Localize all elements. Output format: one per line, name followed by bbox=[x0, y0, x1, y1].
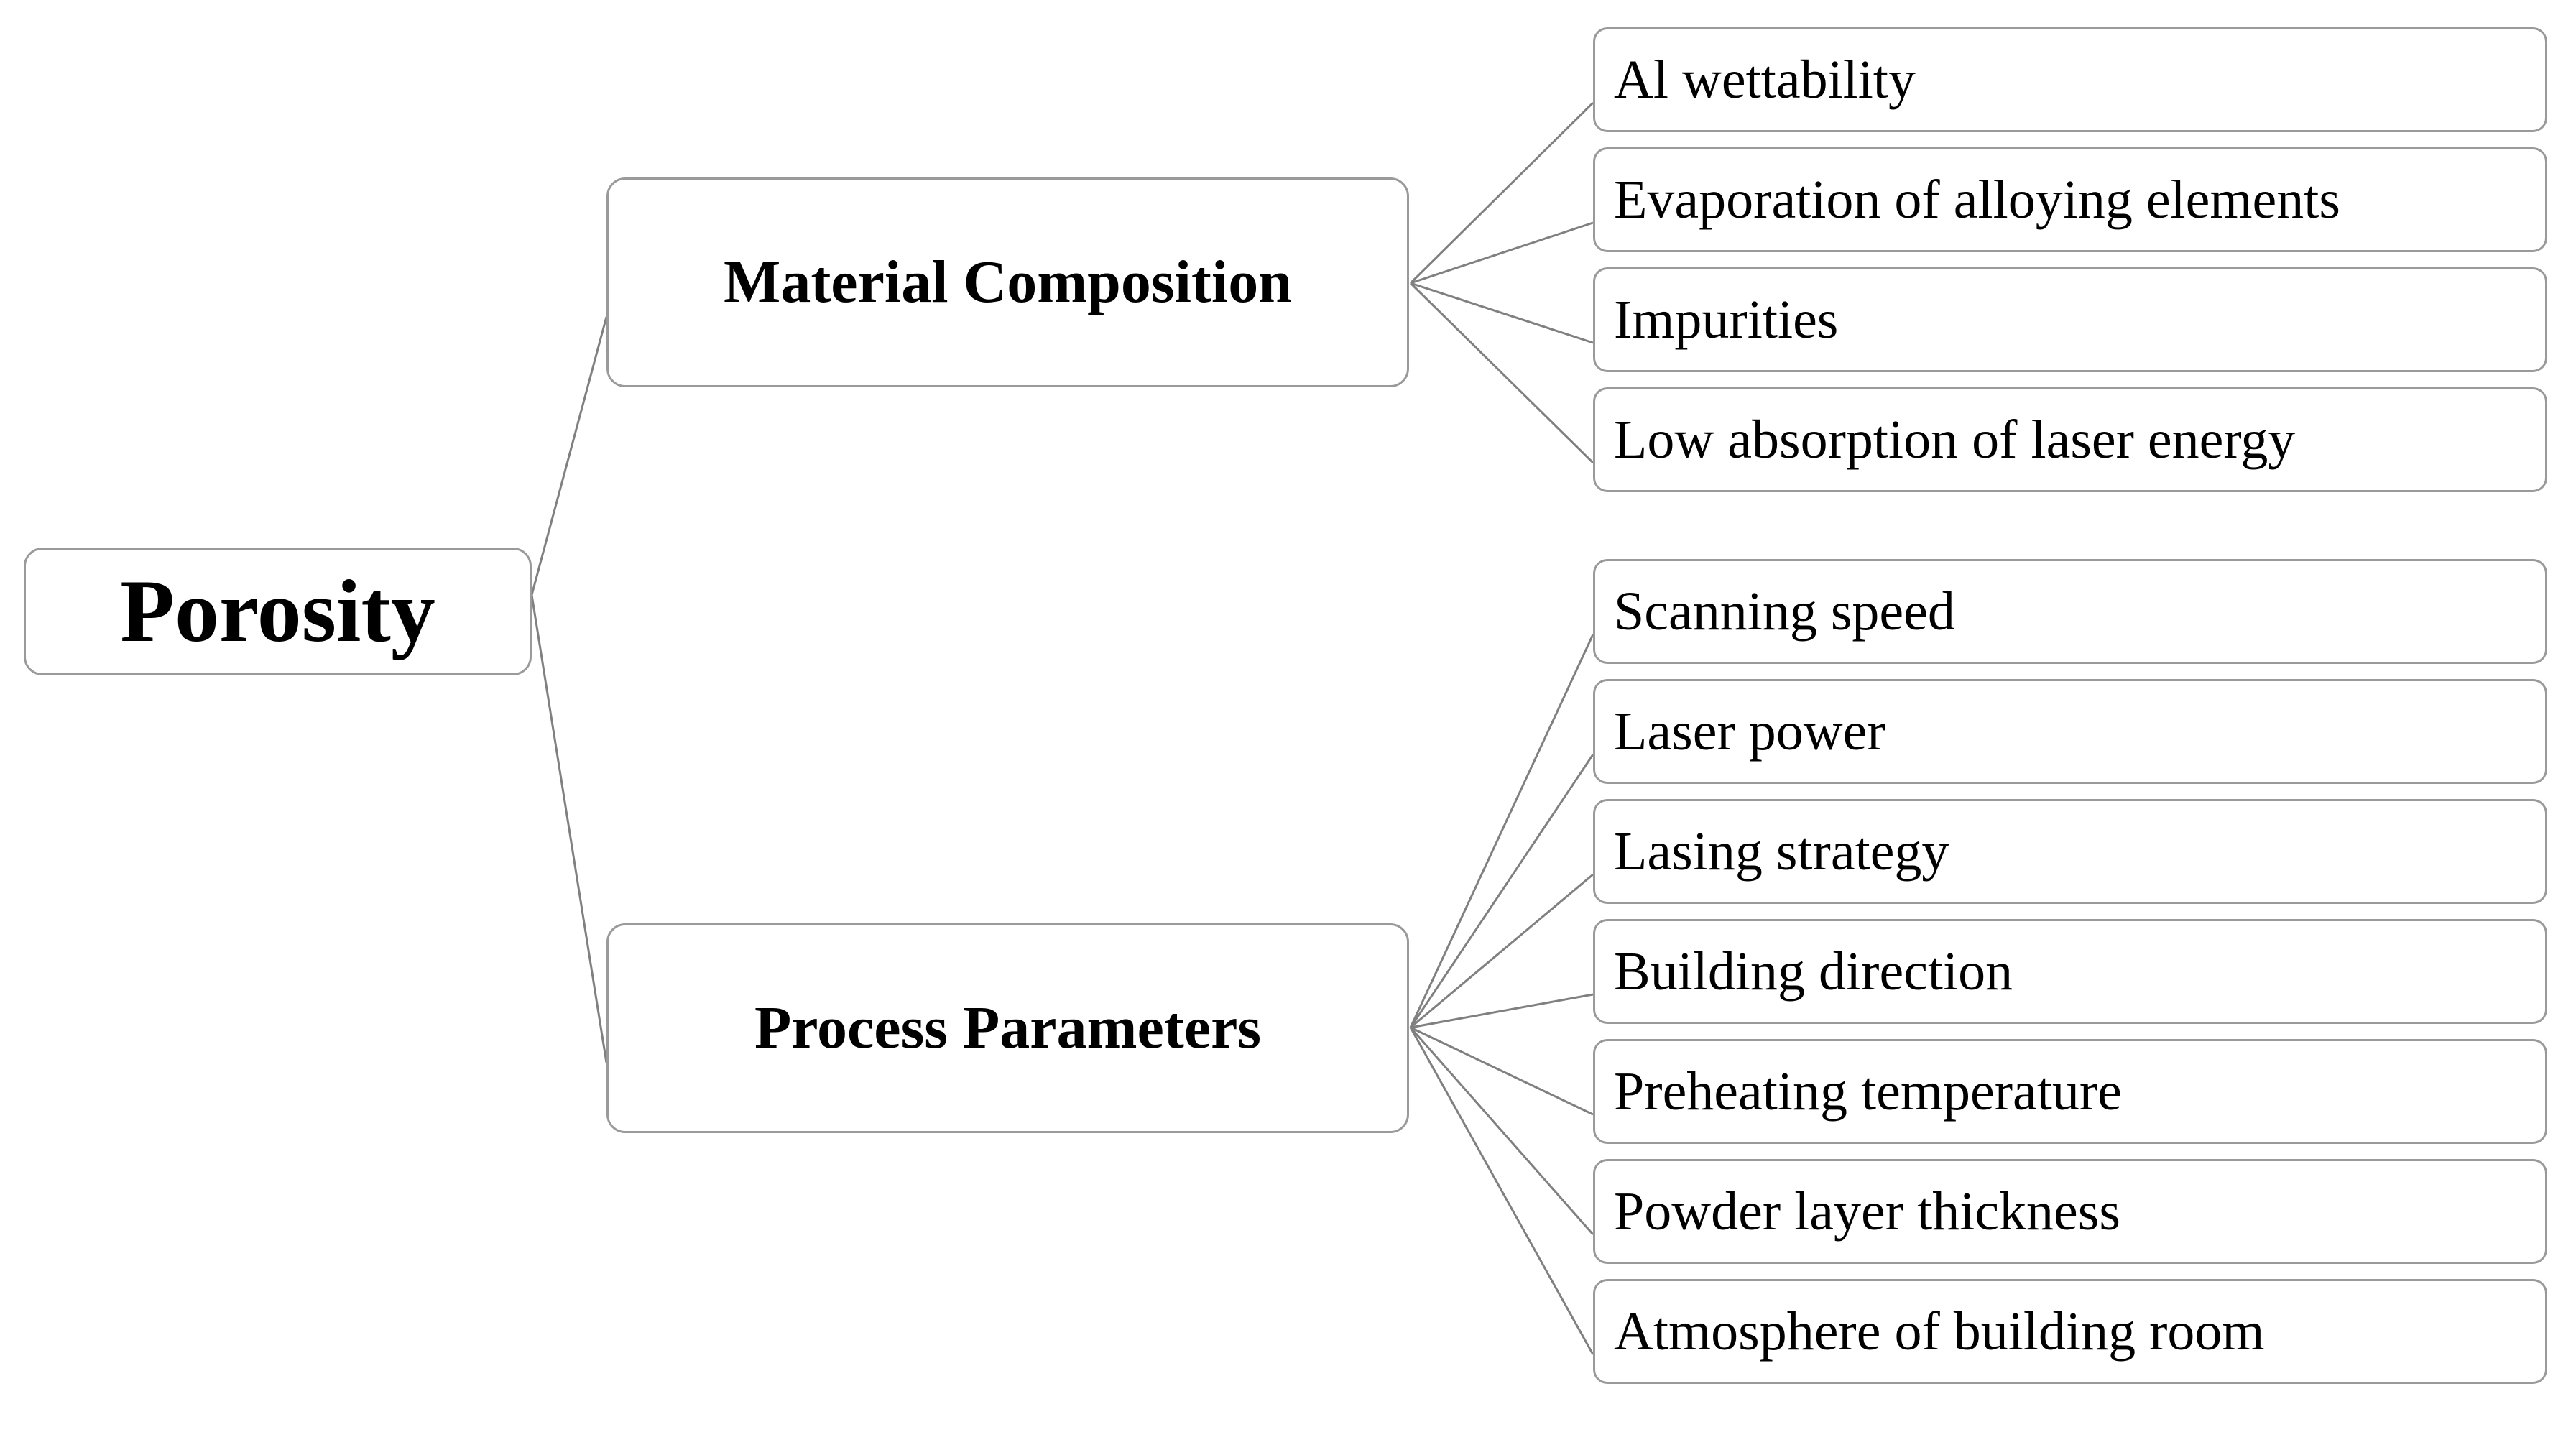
leaf-node-2-1[interactable]: Scanning speed bbox=[1593, 559, 2547, 664]
leaf-node-2-7[interactable]: Atmosphere of building room bbox=[1593, 1279, 2547, 1384]
edge-root-to-branch-1 bbox=[530, 316, 608, 596]
leaf-node-2-6[interactable]: Powder layer thickness bbox=[1593, 1159, 2547, 1264]
leaf-node-2-4[interactable]: Building direction bbox=[1593, 919, 2547, 1024]
branch-node-label: Material Composition bbox=[724, 249, 1292, 315]
branch-node-1[interactable]: Material Composition bbox=[606, 177, 1409, 387]
leaf-node-label: Scanning speed bbox=[1614, 581, 1955, 642]
edge-branch-2-to-leaf-6 bbox=[1409, 1027, 1594, 1235]
root-node-porosity[interactable]: Porosity bbox=[24, 548, 532, 675]
edge-branch-2-to-leaf-5 bbox=[1410, 1026, 1594, 1116]
leaf-node-2-5[interactable]: Preheating temperature bbox=[1593, 1039, 2547, 1144]
root-node-label: Porosity bbox=[120, 562, 435, 660]
leaf-node-label: Evaporation of alloying elements bbox=[1614, 170, 2340, 230]
leaf-node-2-2[interactable]: Laser power bbox=[1593, 679, 2547, 784]
leaf-node-2-3[interactable]: Lasing strategy bbox=[1593, 799, 2547, 904]
leaf-node-label: Impurities bbox=[1614, 290, 1839, 350]
leaf-node-1-4[interactable]: Low absorption of laser energy bbox=[1593, 387, 2547, 492]
edge-branch-1-to-leaf-1 bbox=[1409, 101, 1594, 285]
leaf-node-1-1[interactable]: Al wettability bbox=[1593, 27, 2547, 132]
leaf-node-1-2[interactable]: Evaporation of alloying elements bbox=[1593, 147, 2547, 252]
edge-branch-2-to-leaf-7 bbox=[1409, 1027, 1594, 1355]
edge-branch-1-to-leaf-3 bbox=[1410, 282, 1594, 344]
leaf-node-1-3[interactable]: Impurities bbox=[1593, 267, 2547, 372]
leaf-node-label: Atmosphere of building room bbox=[1614, 1301, 2265, 1362]
edge-branch-2-to-leaf-1 bbox=[1409, 634, 1594, 1028]
leaf-node-label: Preheating temperature bbox=[1614, 1061, 2122, 1122]
edge-branch-2-to-leaf-3 bbox=[1410, 873, 1594, 1029]
leaf-node-label: Lasing strategy bbox=[1614, 821, 1949, 882]
branch-node-label: Process Parameters bbox=[754, 994, 1262, 1061]
leaf-node-label: Powder layer thickness bbox=[1614, 1181, 2120, 1242]
edge-branch-2-to-leaf-2 bbox=[1409, 754, 1594, 1028]
branch-node-2[interactable]: Process Parameters bbox=[606, 923, 1409, 1133]
edge-branch-2-to-leaf-4 bbox=[1410, 993, 1594, 1029]
edge-branch-1-to-leaf-2 bbox=[1410, 221, 1594, 285]
leaf-node-label: Building direction bbox=[1614, 941, 2013, 1002]
edge-root-to-branch-2 bbox=[530, 594, 608, 1063]
leaf-node-label: Al wettability bbox=[1614, 50, 1916, 110]
leaf-node-label: Laser power bbox=[1614, 701, 1885, 762]
edge-branch-1-to-leaf-4 bbox=[1409, 282, 1594, 464]
leaf-node-label: Low absorption of laser energy bbox=[1614, 410, 2296, 470]
